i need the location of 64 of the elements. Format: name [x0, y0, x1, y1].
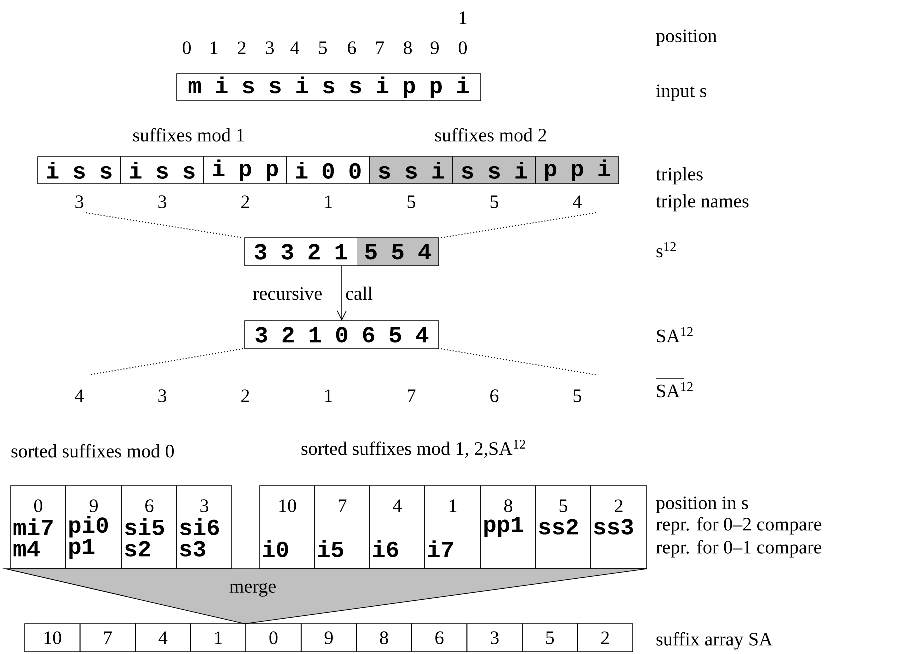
position-digit: 2 — [238, 42, 246, 54]
group-heading: sorted suffixes mod 1, 2,SA$^{12}$ — [302, 440, 526, 458]
position-digit: 1 — [210, 42, 218, 54]
triple-name: 5 — [490, 196, 498, 208]
array-cell: 3 — [466, 624, 523, 652]
array-box: m i s s i s s i p p i — [176, 74, 482, 102]
position-digit: 8 — [404, 42, 412, 54]
array-cell: 4 — [135, 624, 192, 652]
array-box: 3 3 2 1 5 5 4 — [244, 238, 440, 266]
row-label: triples — [656, 167, 703, 185]
row-label: position — [656, 30, 717, 46]
position-digit: 6 — [348, 42, 356, 54]
row-label: triple names — [656, 194, 749, 212]
triple-cell: i s s — [120, 156, 204, 184]
rank-number: 1 — [325, 390, 332, 402]
triple-name: 2 — [242, 196, 250, 208]
group-heading: suffixes mod 2 — [436, 128, 546, 142]
array-cell: 2 — [577, 624, 634, 652]
triple-name: 3 — [158, 196, 166, 208]
array-cell: 9 — [300, 624, 358, 652]
group-heading: suffixes mod 1 — [134, 128, 244, 142]
triple-cell: i 0 0 — [286, 156, 370, 184]
triple-name: 5 — [408, 196, 416, 208]
rank-number: 5 — [574, 390, 582, 402]
rank-number: 4 — [75, 390, 84, 402]
row-label: suffix array SA — [656, 632, 773, 650]
row-label: position in s — [656, 496, 748, 514]
row-label: SA$^{12}$ — [657, 327, 693, 343]
triple-name: 1 — [325, 196, 332, 208]
triple-cell: i s s — [38, 156, 122, 184]
array-cell: 10 — [24, 624, 81, 652]
triple-name: 3 — [76, 196, 84, 208]
rank-number: 2 — [242, 390, 250, 402]
array-cell: 5 — [522, 624, 578, 652]
edge-label: recursive call — [253, 286, 373, 300]
triple-cell: i p p — [204, 156, 288, 184]
array-cell: 1 — [190, 624, 246, 652]
rank-number: 3 — [158, 390, 166, 402]
triple-cell: p p i — [536, 156, 620, 184]
array-box: 3 2 1 0 6 5 4 — [244, 320, 440, 350]
arrow — [337, 266, 347, 321]
row-label: repr. for 0–1 compare — [656, 540, 822, 558]
group-heading: sorted suffixes mod 0 — [12, 444, 174, 458]
array-cell: 0 — [246, 624, 302, 652]
position-digit: 4 — [290, 42, 300, 54]
rank-number: 7 — [408, 390, 416, 402]
row-label: SA$^{12}$ — [656, 378, 693, 398]
row-label: s$^{12}$ — [656, 242, 676, 258]
array-cell: 6 — [412, 624, 468, 652]
position-digit: 0 — [458, 42, 468, 54]
rank-number: 6 — [490, 390, 499, 402]
position-digit: 7 — [376, 42, 384, 54]
position-digit: 9 — [430, 42, 439, 54]
position-digit: 0 — [182, 42, 192, 54]
array-cell: 8 — [356, 624, 412, 652]
array-cell: 7 — [80, 624, 136, 652]
position-digit: 3 — [266, 42, 274, 54]
triple-cell: s s i — [452, 156, 536, 184]
position-digit: 5 — [319, 42, 327, 54]
triple-name: 4 — [573, 196, 582, 208]
row-label: repr. for 0–2 compare — [656, 517, 822, 535]
triple-cell: s s i — [370, 156, 454, 184]
position-digit: 1 — [460, 12, 467, 24]
row-label: input s — [656, 84, 707, 102]
